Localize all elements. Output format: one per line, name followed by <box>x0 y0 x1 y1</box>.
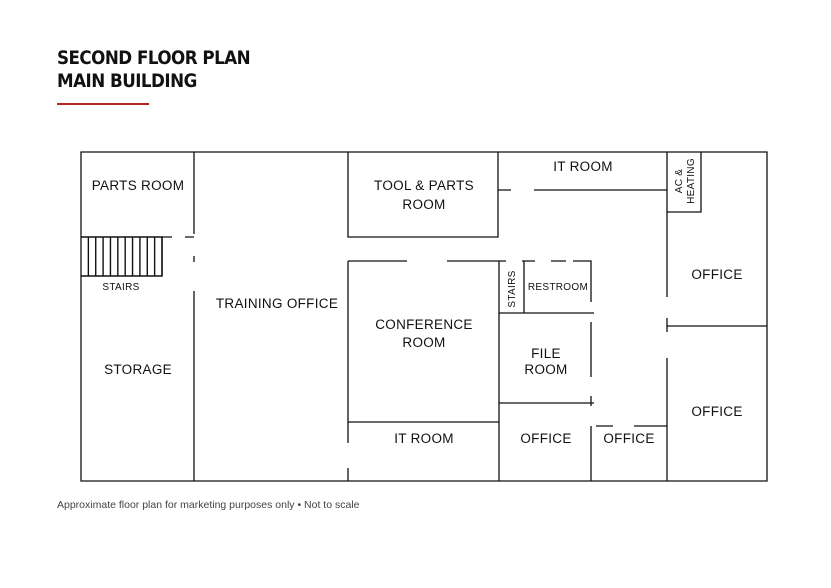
page-title-line-2: MAIN BUILDING <box>57 70 197 92</box>
label-storage: STORAGE <box>104 362 172 377</box>
label-tool-parts-line1: TOOL & PARTS <box>374 178 474 193</box>
stairs-left-outline <box>81 236 163 277</box>
wall-ac-heating <box>667 152 702 213</box>
label-file-room-line2: ROOM <box>524 362 567 377</box>
page-title-line-1: SECOND FLOOR PLAN <box>57 47 251 69</box>
label-file-room-line1: FILE <box>531 346 561 361</box>
label-stairs-left: STAIRS <box>102 282 139 293</box>
title-block: SECOND FLOOR PLAN MAIN BUILDING <box>57 47 276 93</box>
wall-tool-parts-room <box>347 152 499 238</box>
title-accent-rule <box>57 103 149 105</box>
label-conference-line2: ROOM <box>402 335 445 350</box>
wall-conference-room <box>347 260 499 422</box>
label-ac-heating: AC & HEATING <box>674 158 697 204</box>
outer-wall <box>80 151 768 482</box>
wall-stairs-center <box>499 261 594 314</box>
label-office-right-lower: OFFICE <box>691 404 742 419</box>
wall-it-room-bottom <box>347 421 499 481</box>
label-stairs-center: STAIRS <box>507 270 518 307</box>
label-office-right-upper: OFFICE <box>691 267 742 282</box>
label-ac-heating-line1: AC & <box>674 169 685 194</box>
label-office-bottom-1: OFFICE <box>520 431 571 446</box>
label-it-room-top: IT ROOM <box>553 159 613 174</box>
label-restroom: RESTROOM <box>528 282 588 293</box>
stairs-left-treads <box>81 236 163 277</box>
label-conference-line1: CONFERENCE <box>375 317 473 332</box>
label-tool-parts-line2: ROOM <box>402 197 445 212</box>
label-office-bottom-2: OFFICE <box>603 431 654 446</box>
wall-center-block <box>498 260 592 481</box>
walls <box>80 151 768 482</box>
label-it-room-bottom: IT ROOM <box>394 431 454 446</box>
label-ac-heating-line2: HEATING <box>686 158 697 204</box>
label-parts-room: PARTS ROOM <box>92 178 185 193</box>
disclaimer-text: Approximate floor plan for marketing pur… <box>57 499 360 511</box>
label-training-office: TRAINING OFFICE <box>216 296 338 311</box>
